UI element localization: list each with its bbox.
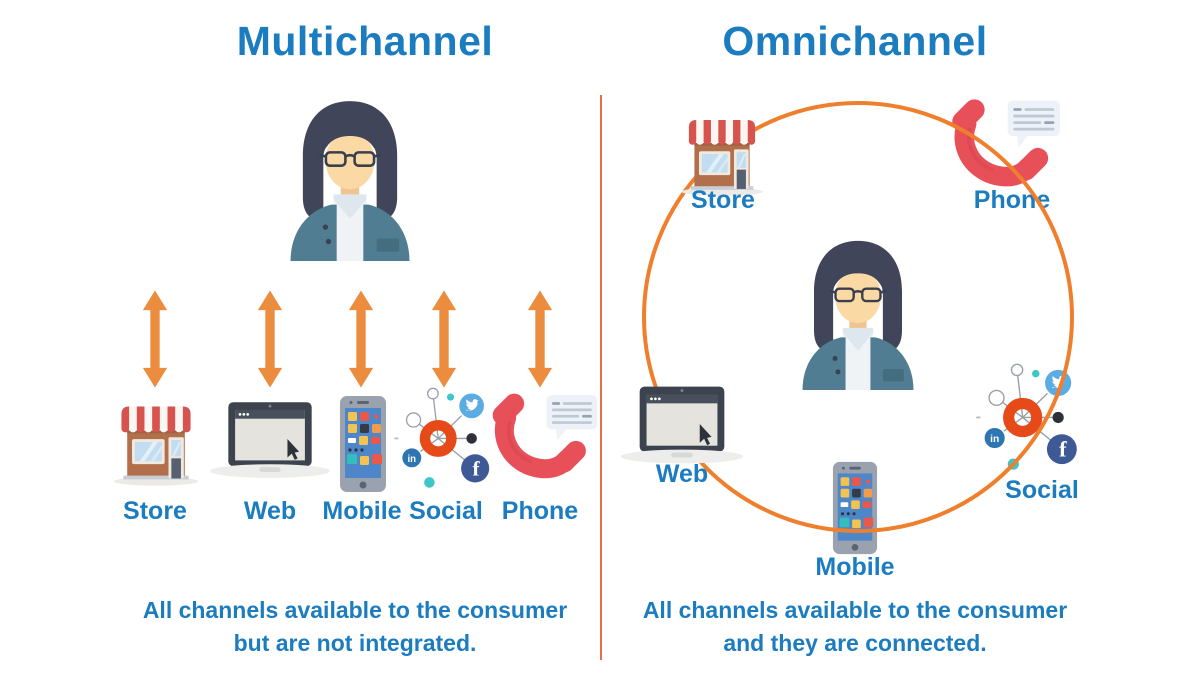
- panel-divider: [600, 95, 602, 660]
- mobile-label: Mobile: [322, 497, 402, 525]
- laptop-icon: [618, 384, 746, 468]
- double-arrow-icon: [430, 288, 458, 390]
- double-arrow-icon: [347, 288, 375, 390]
- social-label: Social: [409, 497, 483, 525]
- double-arrow-icon: [526, 288, 554, 390]
- caption-line-1: All channels available to the consumer: [642, 597, 1068, 623]
- double-arrow-icon: [141, 288, 169, 390]
- multichannel-title: Multichannel: [236, 18, 494, 64]
- phone-label: Phone: [501, 497, 579, 525]
- web-label: Web: [655, 460, 709, 488]
- web-label: Web: [243, 497, 297, 525]
- laptop-icon: [207, 400, 333, 482]
- social-label: Social: [1005, 476, 1079, 504]
- multichannel-caption: All channels available to the consumer b…: [95, 594, 615, 660]
- caption-line-1: All channels available to the consumer: [142, 597, 568, 623]
- store-label: Store: [123, 497, 187, 525]
- smartphone-icon: [333, 394, 393, 494]
- omnichannel-title: Omnichannel: [722, 18, 988, 64]
- person-avatar-icon: [277, 97, 423, 261]
- person-avatar-icon: [790, 237, 926, 390]
- store-label: Store: [691, 186, 755, 214]
- storefront-icon: [108, 394, 204, 490]
- double-arrow-icon: [256, 288, 284, 390]
- connection-circle: [642, 101, 1074, 533]
- caption-line-2: and they are connected.: [723, 630, 987, 656]
- telephone-handset-icon: [483, 390, 601, 486]
- caption-line-2: but are not integrated.: [233, 630, 477, 656]
- mobile-label: Mobile: [815, 553, 895, 581]
- omnichannel-caption: All channels available to the consumer a…: [600, 594, 1110, 660]
